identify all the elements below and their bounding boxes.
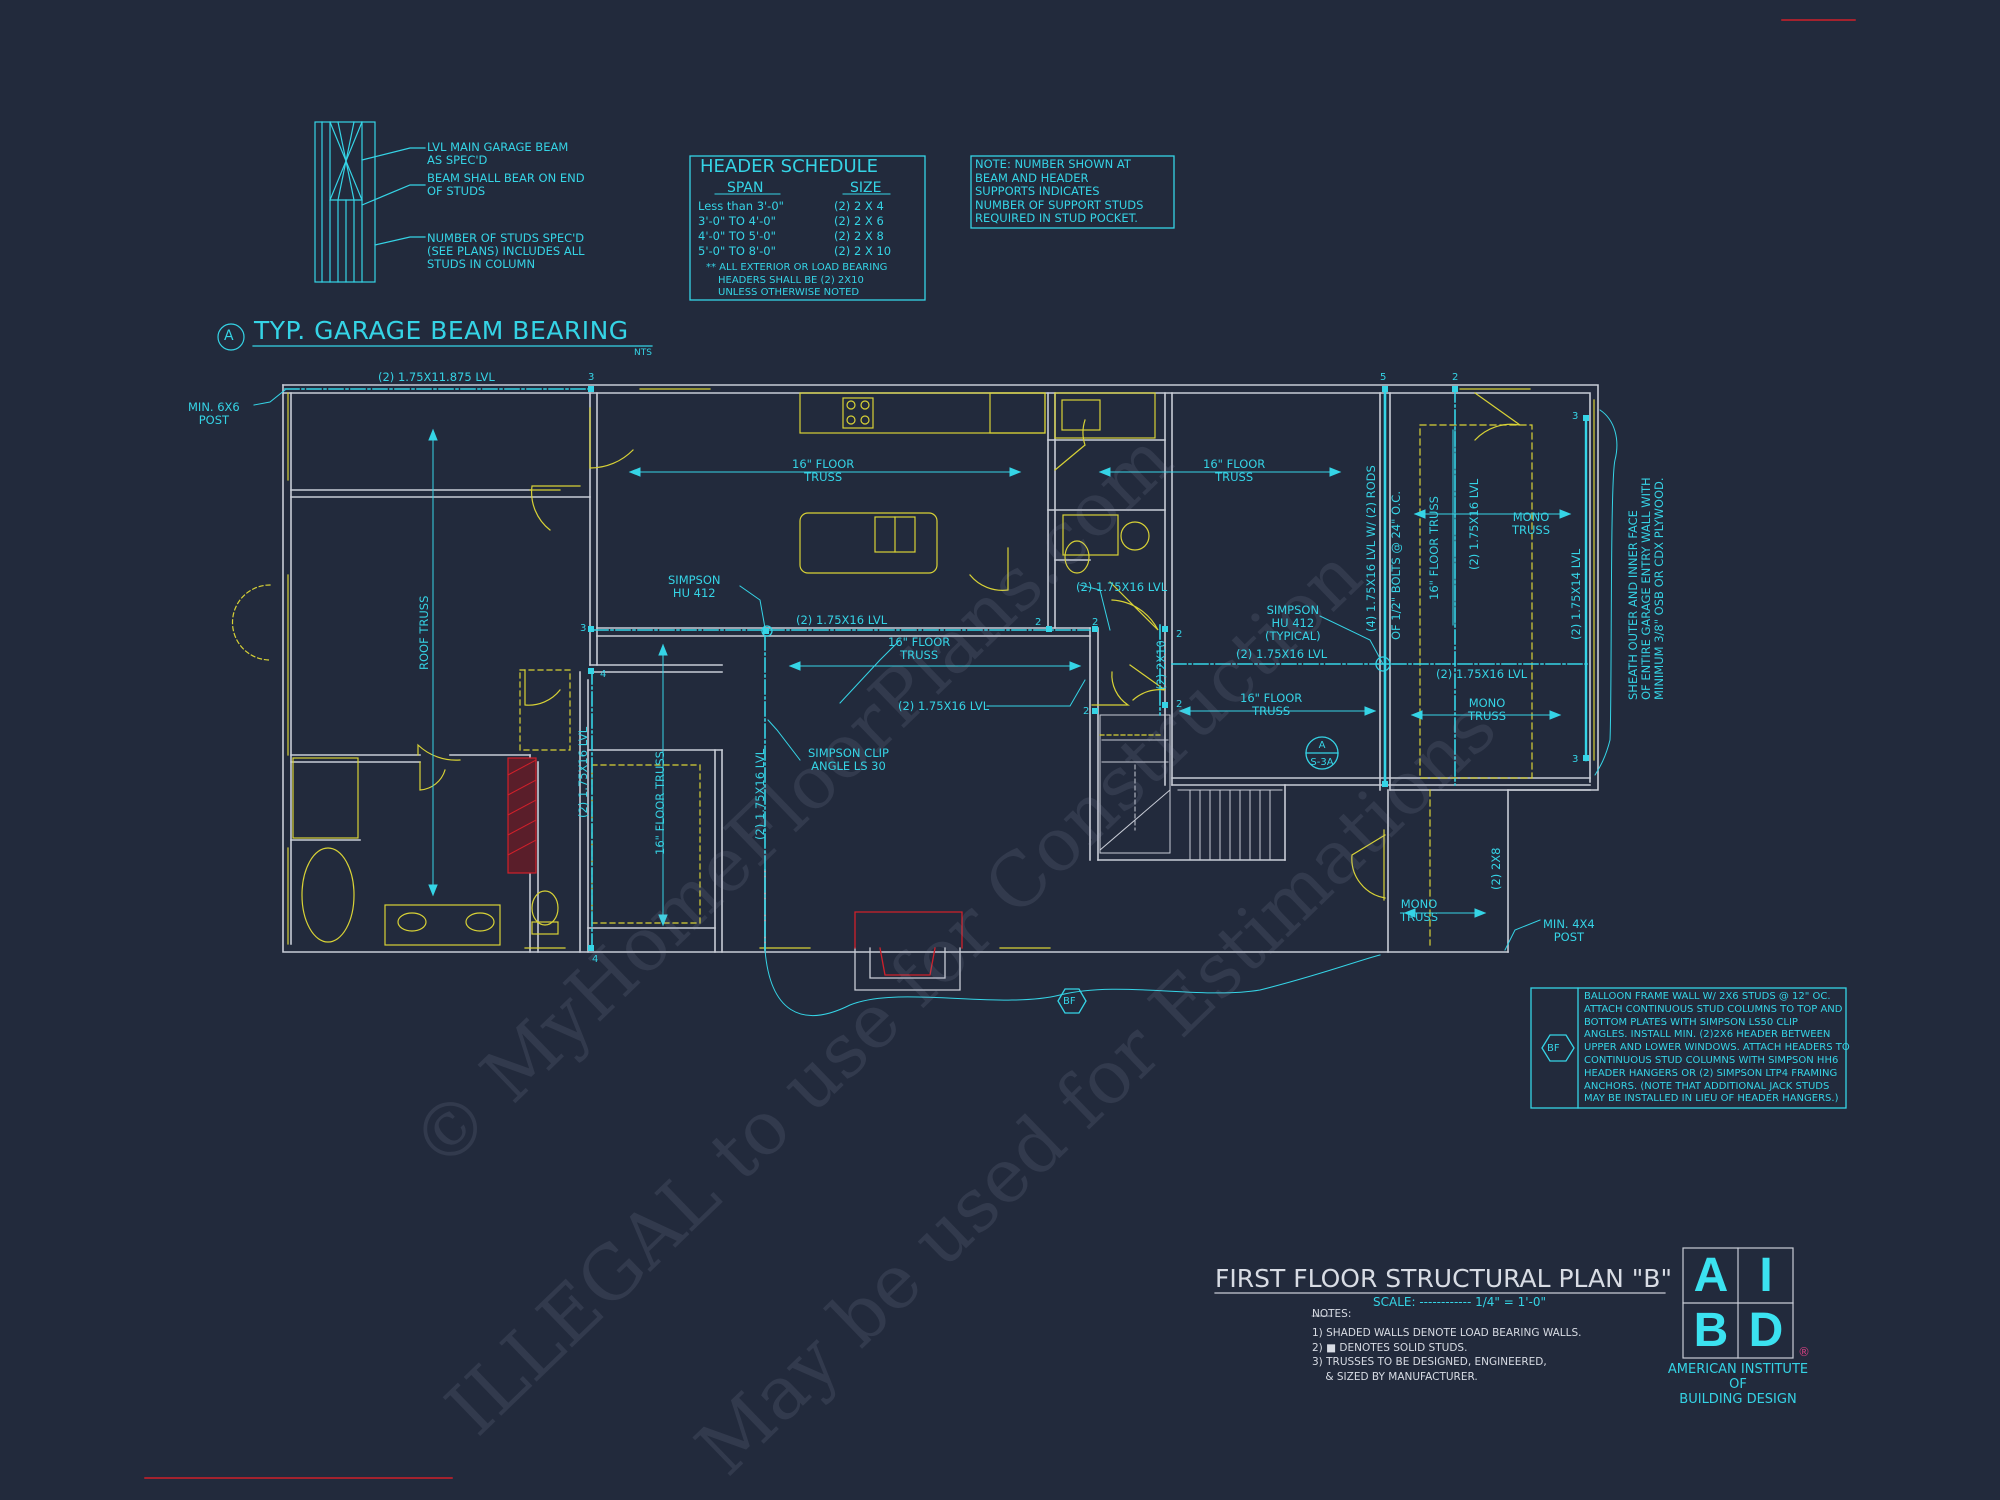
label-lvl-garage-vertical: (2) 1.75x16 LVL [1467, 478, 1481, 570]
label-roof-truss: ROOF TRUSS [417, 595, 431, 670]
label-bolts: OF 1/2" BOLTS @ 24" O.C. [1389, 491, 1403, 640]
logo-registered: ® [1798, 1345, 1810, 1359]
size-cell: (2) 2 x 10 [834, 244, 892, 258]
stud-count: 2 [1176, 629, 1183, 640]
detail-title: TYP. GARAGE BEAM BEARING [254, 316, 629, 345]
logo-letter-b: B [1693, 1304, 1729, 1357]
label-lvl-column: (2) 1.75x16 LVL [753, 748, 767, 840]
header-schedule-col-size: SIZE [850, 180, 882, 196]
fixtures-and-doors [231, 388, 1595, 949]
label-floor-truss-vertical-right: 16" FLOOR TRUSS [1427, 496, 1441, 600]
span-cell: 3'-0" to 4'-0" [698, 214, 776, 228]
sheet-scale: SCALE: ------------ 1/4" = 1'-0" [1373, 1295, 1547, 1309]
label-lvl-hu-beam: (2) 1.75x16 LVL [796, 613, 888, 627]
label-min-4x4-post: MIN. 4x4POST [1543, 917, 1595, 944]
beam-bearing-detail [217, 121, 653, 351]
header-schedule-col-span: SPAN [727, 180, 764, 196]
label-min-6x6-post: MIN. 6x6POST [188, 400, 240, 427]
label-lvl-closet: (2) 1.75x16 LVL [576, 726, 590, 818]
stud-count: 3 [1572, 754, 1579, 765]
header-schedule-rows: Less than 3'-0" (2) 2 x 4 3'-0" to 4'-0" (… [698, 200, 891, 258]
span-cell: Less than 3'-0" [698, 199, 784, 213]
label-floor-truss-vertical-left: 16" FLOOR TRUSS [653, 751, 667, 855]
bf-note-tag: BF [1547, 1043, 1560, 1054]
stud-count: 2 [1452, 372, 1459, 383]
bf-tag: BF [1063, 996, 1076, 1007]
label-lvl-4ply: (4) 1.75x16 LVL w/ (2) RODS [1364, 465, 1378, 632]
stud-count: 4 [600, 669, 607, 680]
label-2x10: (2) 2x10 [1154, 640, 1168, 690]
label-lvl-right-mid: (2) 1.75x16 LVL [1436, 667, 1528, 681]
stud-count: 3 [580, 623, 587, 634]
detail-callout-studs: NUMBER OF STUDS SPEC'D(SEE PLANS) INCLUD… [427, 231, 585, 271]
stud-count: 5 [1380, 372, 1387, 383]
stud-count: 2 [1035, 617, 1042, 628]
detail-marker: A [224, 328, 234, 344]
stud-count: 4 [592, 954, 599, 965]
bf-note-text: BALLOON FRAME WALL w/ 2x6 STUDS @ 12" OC… [1584, 991, 1850, 1105]
logo-letter-a: A [1693, 1249, 1729, 1302]
size-cell: (2) 2 x 6 [834, 214, 884, 228]
span-cell: 4'-0" to 5'-0" [698, 229, 776, 243]
label-lvl-bath: (2) 1.75x16 LVL [1076, 580, 1168, 594]
label-lvl-center: (2) 1.75x16 LVL [898, 699, 990, 713]
size-cell: (2) 2 x 8 [834, 229, 884, 243]
header-schedule-title: HEADER SCHEDULE [700, 156, 879, 177]
label-top-beam: (2) 1.75x11.875 LVL [378, 370, 495, 384]
size-cell: (2) 2 x 4 [834, 199, 884, 213]
beams-and-lvls [284, 386, 1591, 951]
stud-count: 2 [1083, 706, 1090, 717]
logo-letter-d: D [1748, 1304, 1784, 1357]
notes-label: NOTES: [1312, 1308, 1352, 1320]
logo-letter-i: I [1759, 1249, 1773, 1302]
stud-count: 2 [1176, 699, 1183, 710]
label-lvl-14: (2) 1.75x14 LVL [1569, 548, 1583, 640]
label-2x8: (2) 2x8 [1489, 847, 1503, 890]
sheet-title: FIRST FLOOR STRUCTURAL PLAN "B" [1215, 1264, 1672, 1293]
notes-list: 1) SHADED WALLS DENOTE LOAD BEARING WALL… [1312, 1327, 1582, 1383]
stud-count: 3 [1572, 411, 1579, 422]
detail-scale-note: NTS [634, 348, 652, 358]
stud-count: 3 [588, 372, 595, 383]
span-cell: 5'-0" to 8'-0" [698, 244, 776, 258]
header-schedule-footnote: ** ALL EXTERIOR OR LOAD BEARING HEADERS … [706, 262, 888, 298]
stud-count: 2 [1092, 617, 1099, 628]
walls [282, 384, 1599, 953]
label-lvl-right-top: (2) 1.75x16 LVL [1236, 647, 1328, 661]
